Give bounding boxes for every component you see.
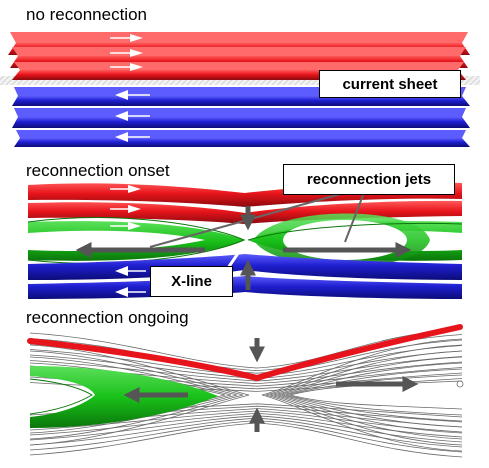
field-line-loop-right: [261, 338, 463, 452]
jets-leader-right: [344, 189, 366, 243]
field-tube-bottom-3: [14, 130, 470, 147]
field-line-loop-right: [281, 368, 463, 422]
field-line-loop-right: [265, 344, 463, 446]
field-line-loop-left: [29, 344, 250, 446]
panel-reconnection-ongoing: [27, 324, 464, 458]
onset-green-loop-left: [27, 217, 246, 264]
xline-leader: [226, 239, 249, 269]
field-lines: [29, 328, 463, 458]
reconnection-jets-callout: reconnection jets: [283, 164, 455, 195]
field-line-loop-left: [29, 356, 238, 434]
field-line-loop-right: [273, 356, 463, 434]
x-line-callout: X-line: [150, 266, 233, 297]
panel-title-reconnection-ongoing: reconnection ongoing: [26, 308, 189, 327]
ongoing-red-field-line: [27, 324, 463, 382]
field-line-loop-left: [29, 350, 244, 440]
panel-title-no-reconnection: no reconnection: [26, 5, 147, 24]
ongoing-green-inner: [29, 378, 93, 415]
current-sheet-callout: current sheet: [319, 70, 461, 98]
onset-blue-tube-2: [28, 276, 462, 299]
field-line-loop-right: [285, 374, 463, 416]
field-tube-bottom-2: [12, 108, 470, 128]
panel-reconnection-onset: [27, 182, 463, 299]
ongoing-o-point-mark: [456, 380, 464, 388]
field-line-upper: [29, 328, 463, 369]
panel-title-reconnection-onset: reconnection onset: [26, 161, 170, 180]
field-line-loop-right: [277, 362, 463, 428]
current-sheet-region: [0, 76, 480, 85]
field-line-loop-right: [269, 350, 463, 440]
